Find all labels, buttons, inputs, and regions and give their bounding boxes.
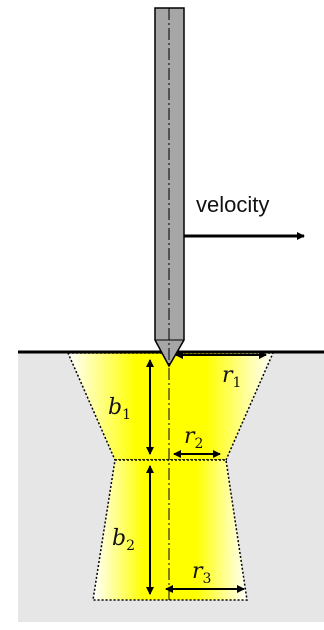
r2-label: r2	[184, 424, 203, 452]
b2-label: b2	[112, 526, 135, 554]
r3-label: r3	[192, 559, 211, 587]
lower-zone	[92, 459, 248, 601]
b1-label: b1	[108, 395, 131, 423]
r1-label: r1	[222, 363, 241, 391]
velocity-label: velocity	[196, 192, 269, 217]
